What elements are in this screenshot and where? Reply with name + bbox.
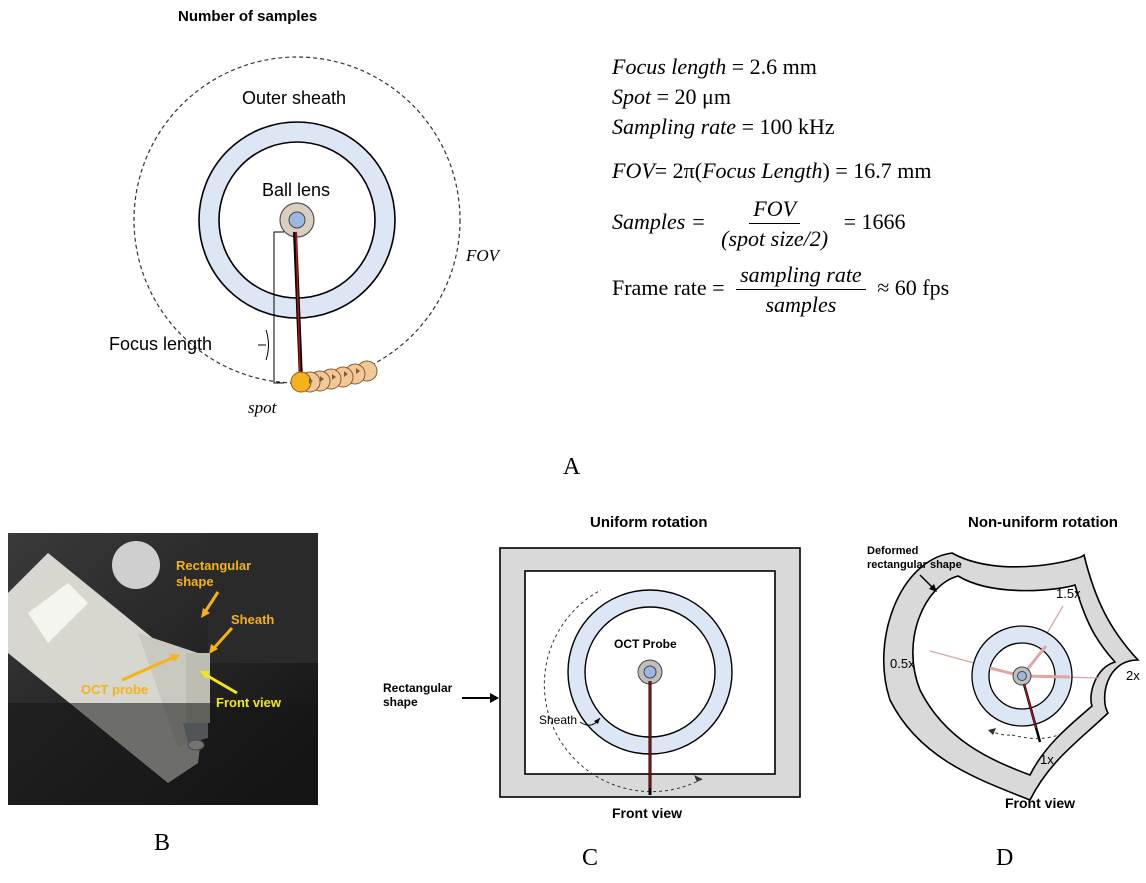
photo-front-view-label: Front view [216,695,282,710]
ball-lens [288,211,306,229]
panel-c-title: Uniform rotation [590,514,708,531]
rotation-arc-c [543,589,703,793]
panel-c-front-view-label: Front view [612,805,683,821]
probe-photo-illustration [8,533,318,805]
eq-fov: FOV= 2π(Focus Length) = 16.7 mm [612,158,932,183]
eq-samples: Samples = FOV(spot size/2) = 1666 [612,196,906,252]
ball-lens-label: Ball lens [262,180,331,200]
rotation-arc-d [1011,734,1059,739]
focus-length-label: Focus length [109,334,213,354]
mult-1-5x: 1.5x [1056,586,1081,601]
outer-sheath-label: Outer sheath [242,88,347,108]
rect-shape-arrow [490,693,499,703]
panel-d-letter: D [996,845,1014,871]
eq-sampling-rate: Sampling rate = 100 kHz [612,114,835,139]
panel-c-oct-probe-label: OCT Probe [614,637,677,651]
panel-a-title: Number of samples [178,8,318,25]
active-spot [290,371,312,393]
eq-focus-length: Focus length = 2.6 mm [612,54,817,79]
panel-c-rect-shape-label: Rectangular shape [383,681,453,709]
mult-1x: 1x [1040,752,1054,767]
panel-d-front-view-label: Front view [1005,795,1076,811]
beam-core [295,231,301,373]
photo-sheath-label: Sheath [231,612,275,627]
panel-d-title: Non-uniform rotation [968,514,1118,531]
sample-spots [290,360,378,393]
panel-b-letter: B [154,830,171,856]
focus-length-bracket [273,231,284,384]
fov-label: FOV [466,246,500,265]
panel-a-letter: A [563,454,581,480]
mult-0-5x: 0.5x [890,656,915,671]
spot-label: spot [248,398,277,417]
deformed-arrow [929,584,937,592]
panel-c-sheath-label: Sheath [539,713,578,727]
mult-2x: 2x [1126,668,1140,683]
panel-d-deformed-label: Deformed rectangular shape [867,545,962,571]
panel-c-letter: C [582,845,599,871]
photo-rect-shape-label: Rectangular shape [176,558,252,589]
eq-spot: Spot = 20 μm [612,84,731,109]
panel-b-photo [8,533,318,805]
photo-oct-probe-label: OCT probe [81,682,149,697]
